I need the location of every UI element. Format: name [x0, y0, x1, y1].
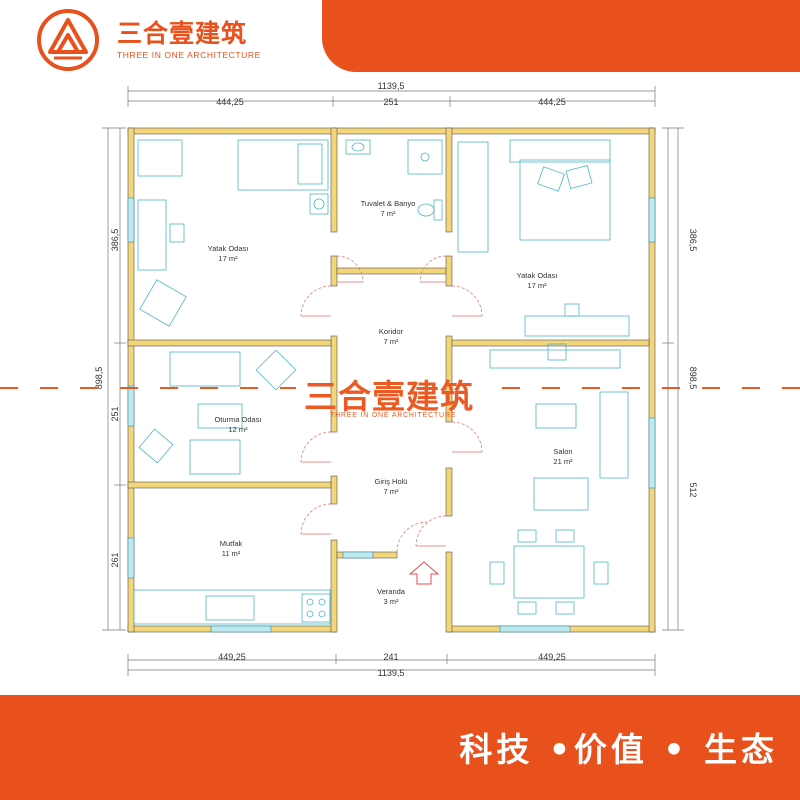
room-name: Veranda: [377, 587, 406, 596]
footer-slogan: 科技 •价值 • 生态: [459, 730, 778, 769]
footer-banner: 科技 •价值 • 生态: [0, 695, 800, 800]
dim-left-middle: 251: [110, 406, 120, 421]
dim-left-top: 386,5: [110, 229, 120, 252]
dim-right-bottom: 512: [688, 482, 698, 497]
room-area: 3 m²: [384, 597, 400, 606]
brand-name-cn: 三合壹建筑: [117, 19, 248, 48]
room-area: 11 m²: [222, 549, 241, 558]
room-area: 17 m²: [527, 281, 547, 290]
room-area: 17 m²: [218, 254, 238, 263]
header-accent-tab: [322, 0, 800, 72]
room-name: Giriş Holü: [375, 477, 408, 486]
watermark-brand-cn: 三合壹建筑: [304, 377, 474, 416]
logo-icon: [37, 9, 99, 71]
room-area: 7 m²: [384, 337, 400, 346]
room-name: Koridor: [379, 327, 404, 336]
dim-bottom-center: 241: [383, 652, 398, 662]
room-name: Yatak Odası: [517, 271, 558, 280]
dim-bottom-left: 449,25: [218, 652, 246, 662]
room-area: 7 m²: [381, 209, 397, 218]
dim-right-top: 386,5: [688, 229, 698, 252]
room-area: 12 m²: [228, 425, 248, 434]
dim-total-height-right: 898,5: [688, 367, 698, 390]
room-name: Salon: [553, 447, 572, 456]
room-name: Mutfak: [220, 539, 243, 548]
dim-bottom-right: 449,25: [538, 652, 566, 662]
dim-total-width-bottom: 1139,5: [378, 668, 405, 678]
room-name: Oturma Odası: [214, 415, 261, 424]
room-name: Yatak Odası: [208, 244, 249, 253]
dim-right-width: 444,25: [538, 97, 566, 107]
dim-total-height-left: 898,5: [94, 367, 104, 390]
dim-left-width: 444,25: [216, 97, 244, 107]
dim-left-bottom: 261: [110, 552, 120, 567]
room-name: Tuvalet & Banyo: [361, 199, 416, 208]
dim-total-width-top: 1139,5: [378, 81, 405, 91]
room-area: 7 m²: [384, 487, 400, 496]
dim-center-width: 251: [383, 97, 398, 107]
watermark-brand-en: THREE IN ONE ARCHITECTURE: [330, 412, 457, 419]
floor-plan: 1139,5 444,25 251 444,25 449,25 241 449,…: [0, 81, 800, 678]
brand-name-en: THREE IN ONE ARCHITECTURE: [117, 50, 261, 60]
header: 三合壹建筑 THREE IN ONE ARCHITECTURE: [0, 0, 800, 78]
room-area: 21 m²: [553, 457, 573, 466]
